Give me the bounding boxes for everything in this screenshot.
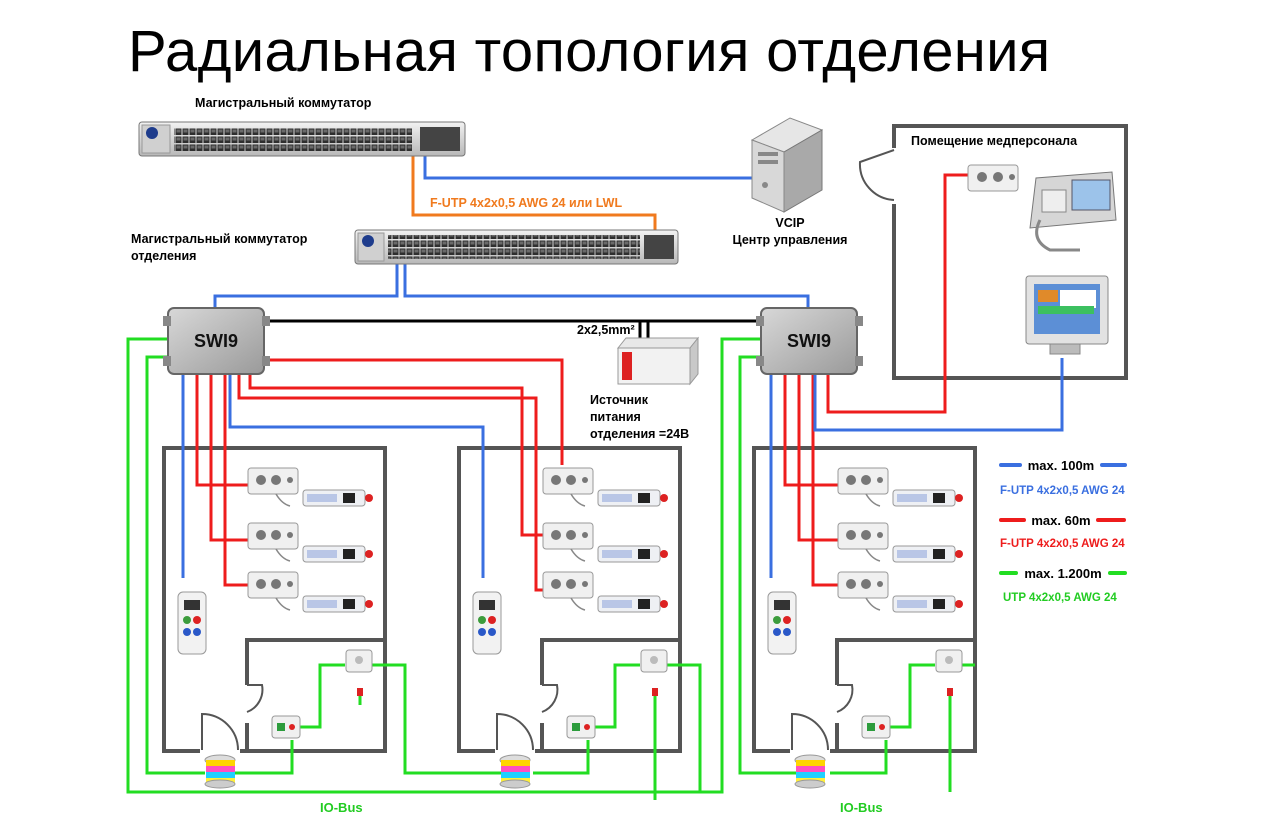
left-swi-red-cables (195, 358, 564, 592)
right-swi-blue-cables (769, 358, 1064, 578)
legend-max-blue: max. 100m (1028, 458, 1095, 473)
staff-monitor-icon (1025, 275, 1109, 355)
patient-handset-icon (892, 595, 963, 613)
staff-terminal-icon (1029, 171, 1117, 252)
cancel-button-icon (271, 715, 301, 739)
swi9-left (163, 307, 270, 375)
bed-outlet-icon (542, 522, 594, 562)
legend: max. 100m F-UTP 4x2x0,5 AWG 24 max. 60m … (999, 458, 1127, 604)
patient-handset-icon (597, 545, 668, 563)
slide-title: Радиальная топология отделения (128, 19, 1051, 84)
psu-label-line2: питания (590, 410, 641, 424)
vcip-label-line1: VCIP (775, 216, 804, 230)
staff-outlet-icon (967, 164, 1019, 192)
bed-outlet-icon (542, 467, 594, 507)
psu-label-line1: Источник (590, 393, 649, 407)
room-devices (177, 467, 963, 789)
uplink-cable-label: F-UTP 4x2x0,5 AWG 24 или LWL (430, 196, 622, 210)
power-cables (265, 319, 760, 338)
io-bus-right-label: IO-Bus (840, 800, 883, 815)
patient-handset-icon (302, 489, 373, 507)
vcip-label-line2: Центр управления (733, 233, 848, 247)
dept-switch-swi-left-cable (213, 258, 399, 310)
corridor-lamp-icon (499, 754, 531, 789)
pull-cord-icon (345, 649, 373, 696)
legend-item-green: max. 1.200m UTP 4x2x0,5 AWG 24 (999, 566, 1127, 604)
legend-item-red: max. 60m F-UTP 4x2x0,5 AWG 24 (999, 513, 1126, 550)
patient-handset-icon (597, 595, 668, 613)
backbone-switch-label: Магистральный коммутатор (195, 96, 372, 110)
legend-item-blue: max. 100m F-UTP 4x2x0,5 AWG 24 (999, 458, 1127, 497)
corridor-lamp-icon (794, 754, 826, 789)
bed-outlet-icon (837, 522, 889, 562)
staff-room-label: Помещение медперсонала (911, 134, 1078, 148)
room-terminal-icon (767, 591, 797, 655)
power-cable-label: 2x2,5mm² (577, 323, 635, 337)
io-bus-cables (126, 337, 975, 800)
patient-handset-icon (302, 545, 373, 563)
power-supply-icon (616, 336, 700, 386)
bed-outlet-icon (247, 571, 299, 611)
legend-max-green: max. 1.200m (1024, 566, 1101, 581)
legend-cable-green: UTP 4x2x0,5 AWG 24 (1003, 592, 1117, 604)
corridor-lamp-icon (204, 754, 236, 789)
room-terminal-icon (472, 591, 502, 655)
dept-switch-label-line2: отделения (131, 249, 196, 263)
cancel-button-icon (861, 715, 891, 739)
cancel-button-icon (566, 715, 596, 739)
bed-outlet-icon (542, 571, 594, 611)
legend-cable-blue: F-UTP 4x2x0,5 AWG 24 (1000, 485, 1125, 497)
right-swi-red-cables (783, 173, 968, 587)
patient-handset-icon (892, 545, 963, 563)
bed-outlet-icon (837, 467, 889, 507)
room-terminal-icon (177, 591, 207, 655)
backbone-switch (138, 121, 466, 157)
backbone-vcip-cable (423, 144, 760, 180)
bed-outlet-icon (837, 571, 889, 611)
legend-max-red: max. 60m (1031, 513, 1090, 528)
patient-handset-icon (597, 489, 668, 507)
bed-outlet-icon (247, 467, 299, 507)
legend-cable-red: F-UTP 4x2x0,5 AWG 24 (1000, 538, 1125, 550)
left-swi-blue-cables (181, 375, 485, 578)
patient-handset-icon (302, 595, 373, 613)
pull-cord-icon (935, 649, 963, 696)
patient-handset-icon (892, 489, 963, 507)
pull-cord-icon (640, 649, 668, 696)
department-switch (354, 229, 679, 265)
swi9-left-label: SWI9 (194, 331, 238, 351)
io-bus-left-label: IO-Bus (320, 800, 363, 815)
uplink-cable (411, 144, 657, 238)
bed-outlet-icon (247, 522, 299, 562)
swi9-right-label: SWI9 (787, 331, 831, 351)
vcip-server-icon (750, 117, 824, 213)
doors (200, 148, 898, 754)
psu-label-line3: отделения =24В (590, 427, 689, 441)
swi9-right (756, 307, 863, 375)
dept-switch-label-line1: Магистральный коммутатор (131, 232, 308, 246)
dept-switch-swi-right-cable (403, 258, 810, 310)
